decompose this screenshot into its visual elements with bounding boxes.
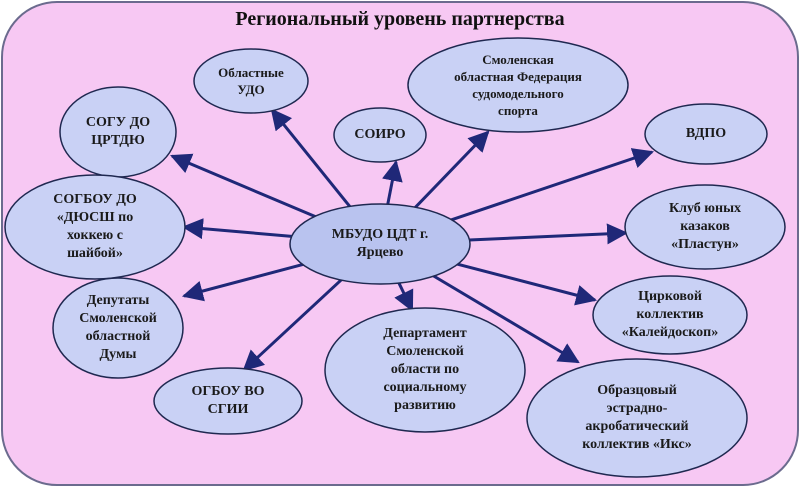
arrow-to-cirk (449, 260, 598, 306)
arrow-to-ogbou-sgii (242, 275, 346, 372)
arrow-to-klub-kazakov (460, 223, 629, 245)
node-departament (324, 307, 526, 433)
arrow-to-deputaty (181, 261, 311, 302)
arrow-to-departament (394, 278, 414, 312)
arrow-to-sogu-crtdu (170, 153, 322, 221)
nodes-layer (4, 37, 786, 478)
arrow-to-estrada (427, 271, 580, 364)
node-ogu-udo (193, 48, 309, 114)
node-vdpo (644, 103, 768, 165)
node-klub-kazakov (624, 184, 786, 270)
arrow-to-vdpo (443, 148, 654, 224)
node-deputaty (52, 277, 184, 379)
arrows-layer (170, 108, 654, 372)
diagram-title: Региональный уровень партнерства (235, 8, 565, 30)
node-sogu-crtdu (59, 86, 177, 178)
arrow-to-smolensk-fed (410, 130, 490, 212)
arrow-to-sogbou-dyussh (181, 218, 301, 240)
node-estrada (526, 358, 748, 478)
node-center (289, 203, 471, 285)
arrow-to-ogu-udo (270, 108, 354, 212)
node-soiro (333, 107, 427, 163)
node-smolensk-fed (407, 37, 629, 133)
node-ogbou-sgii (153, 367, 303, 435)
node-cirk (592, 275, 748, 355)
node-sogbou-dyussh (4, 174, 186, 280)
arrow-to-soiro (382, 159, 403, 209)
